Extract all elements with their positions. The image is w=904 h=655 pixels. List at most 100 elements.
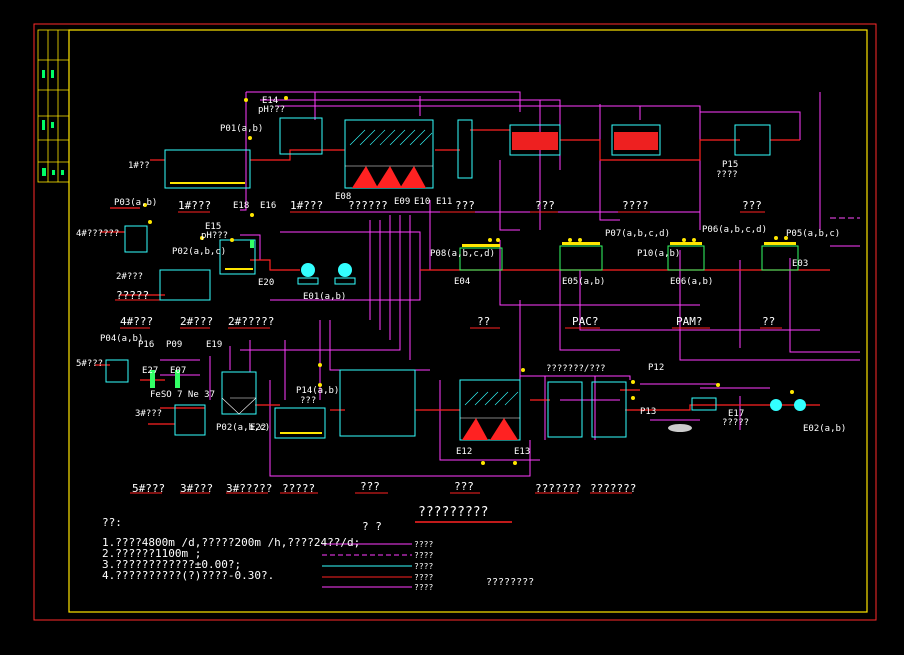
note-4: 4.??????????(?)????-0.30?. xyxy=(102,569,275,582)
label-r2b: 2#????? xyxy=(228,315,275,328)
label-e27: E27 xyxy=(142,366,159,376)
label-top2: ??? xyxy=(535,199,555,212)
label-chem-qq2: ?? xyxy=(762,315,776,328)
label-p02b: P02(a,b,c) xyxy=(216,423,271,433)
mixers xyxy=(150,240,254,388)
label-p14-desc: ??? xyxy=(300,396,317,406)
filter-media-2 xyxy=(614,132,658,150)
label-p09: P09 xyxy=(166,340,183,350)
label-e01: E01(a,b) xyxy=(303,292,347,302)
label-e12: E12 xyxy=(456,447,473,457)
label-underlines xyxy=(115,211,782,523)
note-2: 2.??????1100m ; xyxy=(102,547,202,560)
label-p06: P06(a,b,c,d) xyxy=(702,225,768,235)
label-chem-pac: PAC? xyxy=(572,315,599,328)
label-e13: E13 xyxy=(514,447,531,457)
label-p15: P15 xyxy=(722,160,739,170)
label-e22: E22 xyxy=(250,423,267,433)
label-p07: P07(a,b,c,d) xyxy=(605,229,671,239)
label-e19: E19 xyxy=(206,340,223,350)
drawing-name: ???????? xyxy=(486,577,535,588)
label-p08: P08(a,b,c,d) xyxy=(430,249,496,259)
label-e15: E15 xyxy=(205,222,222,232)
label-p12: P12 xyxy=(648,363,665,373)
label-b2: 3#??? xyxy=(180,482,214,495)
media-hatch xyxy=(349,129,519,406)
label-top3: ???? xyxy=(622,199,649,212)
label-e20: E20 xyxy=(258,278,275,288)
label-tank1-small: 1#??? xyxy=(178,199,212,212)
label-e04: E04 xyxy=(454,277,471,287)
title-strip xyxy=(37,29,70,183)
label-e08b: ?????? xyxy=(348,199,388,212)
label-chem-qq: ?? xyxy=(477,315,491,328)
label-r2: 2#??? xyxy=(180,315,214,328)
label-e03: E03 xyxy=(792,259,809,269)
label-chem-pam: PAM? xyxy=(676,315,703,328)
outer-frame xyxy=(33,23,877,621)
label-p01: P01(a,b) xyxy=(220,124,264,134)
label-tank1b: 1#??? xyxy=(290,199,324,212)
label-b4: ????? xyxy=(282,482,316,495)
hoppers xyxy=(352,166,518,440)
label-e05: E05(a,b) xyxy=(562,277,606,287)
filter-media-1 xyxy=(512,132,558,150)
label-b1: 5#??? xyxy=(132,482,166,495)
label-tank5: ????? xyxy=(116,289,150,302)
label-tank2: 2#??? xyxy=(116,272,144,282)
note-3: 3.????????????±0.00?; xyxy=(102,558,242,571)
label-p04: P04(a,b) xyxy=(100,334,144,344)
label-b8: ??????? xyxy=(590,482,637,495)
label-tank3: 3#??? xyxy=(135,409,163,419)
label-p15-desc: ???? xyxy=(716,170,738,180)
legend-title: ? ? xyxy=(362,520,382,533)
label-e10: E10 xyxy=(414,197,431,207)
label-e14-ph: pH??? xyxy=(258,105,286,115)
blowers xyxy=(301,263,806,411)
label-p10: P10(a,b) xyxy=(637,249,681,259)
label-e08: E08 xyxy=(335,192,352,202)
label-e18: E18 xyxy=(233,201,250,211)
legend-item-2: ???? xyxy=(414,551,434,560)
label-e14: E14 xyxy=(262,96,279,106)
label-e16: E16 xyxy=(260,201,277,211)
label-p13: P13 xyxy=(640,407,657,417)
label-e17-desc: ????? xyxy=(722,418,750,428)
label-p03: P03(a,b) xyxy=(114,198,158,208)
notes-heading: ??: xyxy=(102,516,122,529)
label-top4: ??? xyxy=(742,199,762,212)
legend-lines xyxy=(322,543,412,588)
sludge-cake xyxy=(668,424,692,432)
label-p14: P14(a,b) xyxy=(296,386,340,396)
label-inlet: 1#?? xyxy=(128,161,150,171)
label-b5: ??? xyxy=(360,480,380,493)
label-b6: ??? xyxy=(454,480,474,493)
label-e09: E09 xyxy=(394,197,411,207)
label-feso4: FeSO 7 Ne 37 xyxy=(150,390,216,400)
label-r4: 4#??? xyxy=(120,315,154,328)
inner-frame xyxy=(68,29,868,613)
label-p02: P02(a,b,c) xyxy=(172,247,227,257)
label-top1: ??? xyxy=(455,199,475,212)
title-strip-marks xyxy=(42,70,64,176)
note-1: 1.????4800m /d,?????200m /h,????24??/d; xyxy=(102,536,361,549)
label-e02: E02(a,b) xyxy=(803,424,847,434)
label-e06: E06(a,b) xyxy=(670,277,714,287)
legend-item-4: ???? xyxy=(414,573,434,582)
label-tank5b: 5#??? xyxy=(76,359,104,369)
drawing-title: ????????? xyxy=(418,505,489,520)
aeration-marks xyxy=(170,182,796,434)
dosing-tanks xyxy=(459,245,799,271)
valves xyxy=(143,96,794,465)
label-b7: ??????? xyxy=(535,482,582,495)
label-b3: 3#????? xyxy=(226,482,273,495)
label-sep: ???????/??? xyxy=(546,364,606,374)
legend-item-1: ???? xyxy=(414,540,434,549)
label-e11: E11 xyxy=(436,197,453,207)
label-tank4: 4#?????? xyxy=(76,229,120,239)
label-p05: P05(a,b,c) xyxy=(786,229,841,239)
legend-item-5: ???? xyxy=(414,583,434,592)
label-e17: E17 xyxy=(728,409,745,419)
legend-item-3: ???? xyxy=(414,562,434,571)
